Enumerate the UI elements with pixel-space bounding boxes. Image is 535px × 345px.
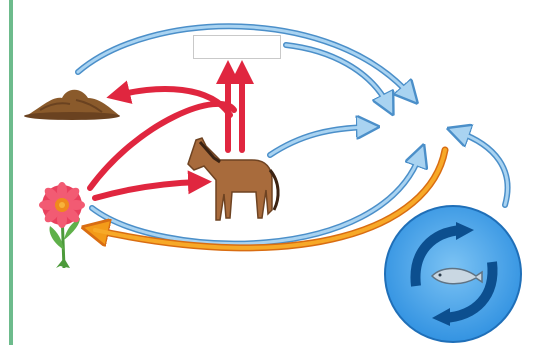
orange-arrow (95, 146, 449, 252)
arrow-from-box (283, 42, 388, 105)
fish-cycle-icon (384, 205, 522, 343)
horse-icon (187, 137, 280, 221)
arrow-flower-to-horse (92, 170, 212, 201)
flower-icon (39, 182, 85, 269)
red-arrows (87, 60, 254, 201)
blue-arrows (75, 23, 511, 247)
arrow-from-horse (267, 127, 368, 158)
arrow-flower-curve (87, 100, 237, 191)
left-margin-line (9, 0, 13, 345)
answer-label-box[interactable] (193, 35, 281, 59)
dung-pile-icon (24, 89, 120, 120)
